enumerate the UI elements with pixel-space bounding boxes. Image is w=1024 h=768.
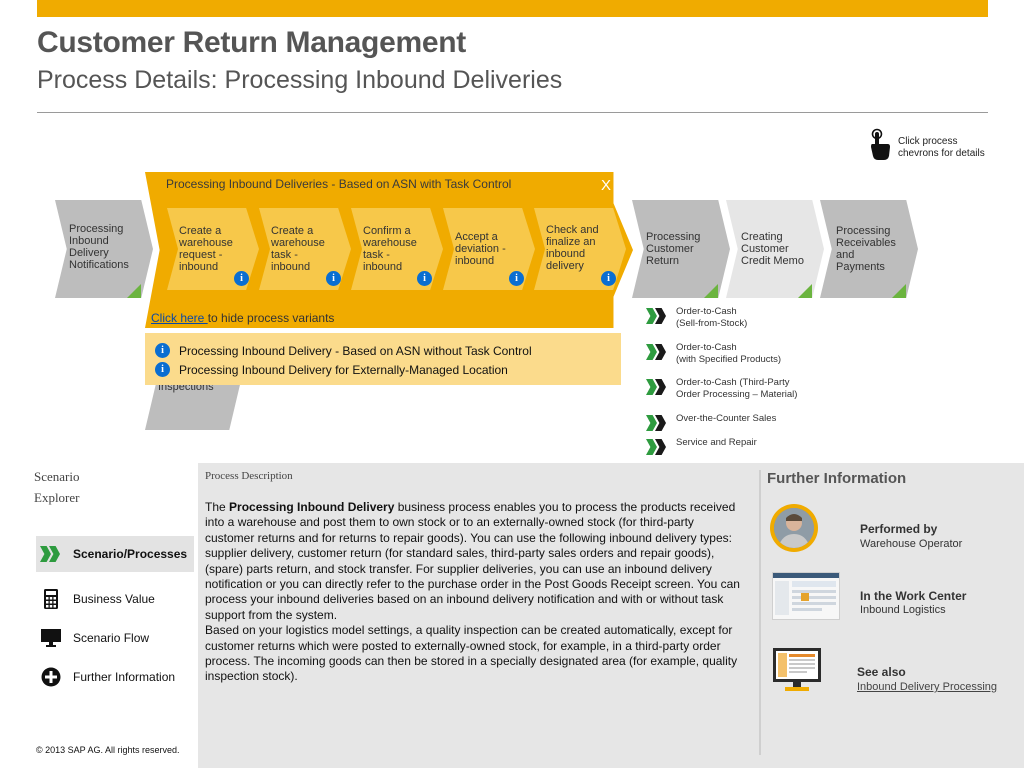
avatar (770, 504, 818, 552)
nav-label: Scenario/Processes (73, 547, 188, 561)
scenario-explorer-heading: Scenario Explorer (34, 469, 80, 505)
nav-label: Scenario Flow (73, 631, 150, 645)
process-description-body: The Processing Inbound Delivery business… (205, 500, 745, 685)
chevron-label: Creating Customer Credit Memo (741, 231, 804, 267)
work-center-thumbnail (772, 572, 840, 620)
info-icon[interactable]: i (601, 271, 616, 286)
page-subtitle: Process Details: Processing Inbound Deli… (37, 66, 563, 94)
scenario-item[interactable]: Service and Repair (646, 437, 846, 455)
vertical-divider (759, 470, 761, 755)
description-paragraph-1: business process enables you to process … (205, 500, 740, 622)
description-bold: Processing Inbound Delivery (229, 500, 395, 514)
green-corner-marker (127, 284, 141, 298)
scenario-label: Service and Repair (676, 437, 757, 448)
chevron-processing-inbound-delivery-notifications[interactable]: Processing Inbound Delivery Notification… (55, 200, 153, 298)
info-icon[interactable]: i (155, 362, 170, 377)
description-paragraph-2: Based on your logistics model settings, … (205, 623, 738, 684)
variant-externally-managed-location[interactable]: i Processing Inbound Delivery for Extern… (155, 362, 508, 377)
scenario-label: Order-to-Cash (with Specified Products) (676, 342, 782, 365)
work-center-value: Inbound Logistics (860, 604, 946, 616)
nav-label: Business Value (73, 592, 155, 606)
scenario-item[interactable]: Order-to-Cash (Sell-from-Stock) (646, 306, 846, 330)
scenario-item[interactable]: Order-to-Cash (Third-Party Order Process… (646, 377, 846, 401)
double-chevron-icon (646, 379, 668, 395)
step-check-finalize-delivery[interactable]: Check and finalize an inbound delivery (534, 208, 626, 290)
step-label: Confirm a warehouse task - inbound (363, 225, 417, 273)
process-variants-box (145, 333, 621, 385)
step-confirm-warehouse-task[interactable]: Confirm a warehouse task - inbound (351, 208, 443, 290)
hide-variants-link[interactable]: Click here (151, 311, 208, 325)
monitor-icon (40, 627, 62, 649)
see-also-link[interactable]: Inbound Delivery Processing (857, 681, 998, 693)
close-button[interactable]: X (601, 177, 612, 194)
nav-further-information[interactable]: Further Information (36, 659, 194, 695)
variant-without-task-control[interactable]: i Processing Inbound Delivery - Based on… (155, 343, 532, 358)
info-icon[interactable]: i (234, 271, 249, 286)
double-chevron-icon (646, 344, 668, 360)
scenario-label: Over-the-Counter Sales (676, 413, 777, 424)
toggle-text: to hide process variants (207, 311, 335, 325)
nav-business-value[interactable]: Business Value (36, 581, 194, 617)
variant-label: Processing Inbound Delivery for External… (179, 362, 508, 377)
expanded-process-title: Processing Inbound Deliveries - Based on… (166, 177, 512, 191)
variants-toggle: Click here to hide process variants (151, 311, 334, 325)
double-chevron-icon (646, 308, 668, 324)
step-label: Check and finalize an inbound delivery (546, 224, 599, 272)
see-also-label: See also (857, 665, 906, 679)
chevron-label: Processing Customer Return (646, 231, 701, 267)
copyright-footer: © 2013 SAP AG. All rights reserved. (36, 745, 180, 755)
nav-label: Further Information (73, 670, 176, 684)
scenario-label: Order-to-Cash (Third-Party Order Process… (676, 377, 798, 400)
calculator-icon (40, 588, 62, 610)
step-label: Create a warehouse task - inbound (271, 225, 325, 273)
description-intro: The (205, 500, 230, 514)
process-description-heading: Process Description (205, 470, 293, 482)
performed-by-label: Performed by (860, 522, 938, 536)
green-corner-marker (892, 284, 906, 298)
hint-text: Click process chevrons for details (898, 136, 985, 159)
further-information-heading: Further Information (767, 470, 907, 487)
content-panel (198, 463, 1024, 768)
info-icon[interactable]: i (417, 271, 432, 286)
work-center-label: In the Work Center (860, 589, 967, 603)
monitor-icon (773, 648, 821, 691)
nav-scenario-flow[interactable]: Scenario Flow (36, 620, 194, 656)
info-icon[interactable]: i (509, 271, 524, 286)
scenario-label: Order-to-Cash (Sell-from-Stock) (676, 306, 748, 329)
variant-label: Processing Inbound Delivery - Based on A… (179, 343, 532, 358)
plus-circle-icon (40, 666, 62, 688)
scenario-item[interactable]: Over-the-Counter Sales (646, 413, 846, 431)
double-chevron-icon (40, 543, 62, 565)
nav-scenario-processes[interactable]: Scenario/Processes (36, 536, 194, 572)
pointing-hand-icon (871, 128, 890, 160)
performed-by-value: Warehouse Operator (860, 538, 963, 550)
chevron-label: Processing Inbound Delivery Notification… (69, 223, 129, 271)
chevron-label: Processing Receivables and Payments (836, 225, 896, 273)
double-chevron-icon (646, 439, 668, 455)
step-label: Create a warehouse request - inbound (179, 225, 233, 273)
chevron-processing-customer-return[interactable]: Processing Customer Return (632, 200, 730, 298)
info-icon[interactable]: i (155, 343, 170, 358)
chevron-processing-receivables-and-payments[interactable]: Processing Receivables and Payments (820, 200, 918, 298)
page-title: Customer Return Management (37, 26, 466, 59)
title-divider (37, 112, 988, 113)
chevron-creating-customer-credit-memo[interactable]: Creating Customer Credit Memo (726, 200, 824, 298)
info-icon[interactable]: i (326, 271, 341, 286)
scenario-item[interactable]: Order-to-Cash (with Specified Products) (646, 342, 846, 366)
double-chevron-icon (646, 415, 668, 431)
step-label: Accept a deviation - inbound (455, 231, 506, 267)
top-accent-bar (37, 0, 988, 17)
green-corner-marker (704, 284, 718, 298)
green-corner-marker (798, 284, 812, 298)
step-create-warehouse-task[interactable]: Create a warehouse task - inbound (259, 208, 351, 290)
